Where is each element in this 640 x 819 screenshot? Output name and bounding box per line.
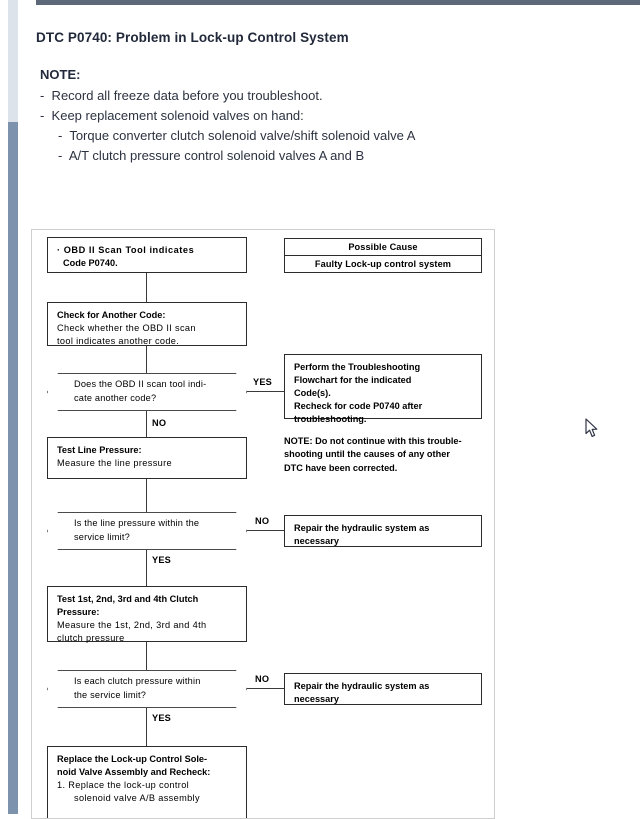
decision1-line-2: cate another code? (74, 393, 157, 403)
decision1-no-label: NO (152, 418, 167, 428)
side-note-line-1: NOTE: Do not continue with this trouble- (284, 436, 462, 446)
left-gutter (0, 0, 8, 814)
vertical-scrollbar[interactable] (8, 0, 18, 814)
tlp-line-1: Measure the line pressure (57, 458, 172, 469)
decision2-yes-label: YES (152, 555, 171, 565)
ts-line-4: Recheck for code P0740 after (294, 401, 423, 412)
replace-line-1: 1. Replace the lock-up control (57, 780, 190, 791)
note-label: NOTE: (40, 67, 81, 82)
note-subitem-2: - A/T clutch pressure control solenoid v… (58, 148, 365, 163)
decision-clutch-pressure: Is each clutch pressure within the servi… (47, 670, 247, 708)
flowchart-page: Possible Cause Faulty Lock-up control sy… (31, 229, 495, 819)
side-note-block: NOTE: Do not continue with this trouble-… (284, 435, 489, 475)
connector-decision2-no (247, 530, 284, 532)
window-top-bar (36, 0, 640, 5)
tlp-heading: Test Line Pressure: (57, 445, 142, 455)
replace-heading-2: noid Valve Assembly and Recheck: (57, 767, 211, 778)
note-item-1: - Record all freeze data before you trou… (40, 88, 323, 103)
connector-decision1-yes (247, 391, 284, 393)
replace-heading-1: Replace the Lock-up Control Sole- (57, 754, 208, 764)
possible-cause-header: Possible Cause (285, 239, 481, 256)
repair1-line-1: Repair the hydraulic system as (294, 523, 430, 533)
repair2-line-2: necessary (294, 694, 339, 705)
ts-line-2: Flowchart for the indicated (294, 375, 412, 386)
connector-decision2-yes (146, 550, 148, 586)
note-subitem-1: - Torque converter clutch solenoid valve… (58, 128, 416, 143)
test-line-pressure-box: Test Line Pressure: Measure the line pre… (47, 437, 247, 479)
check-code-line-2: tool indicates another code. (57, 336, 180, 347)
decision2-line-1: Is the line pressure within the (74, 518, 200, 529)
connector-tcp-to-decision3 (146, 642, 148, 670)
tcp-heading-1: Test 1st, 2nd, 3rd and 4th Clutch (57, 594, 199, 604)
connector-check-to-decision1 (146, 346, 148, 373)
tcp-line-2: clutch pressure (57, 633, 125, 644)
ts-line-5: troubleshooting. (294, 414, 367, 425)
decision3-line-1: Is each clutch pressure within (74, 676, 201, 687)
side-note-line-3: DTC have been corrected. (284, 462, 398, 473)
test-clutch-pressure-box: Test 1st, 2nd, 3rd and 4th Clutch Pressu… (47, 586, 247, 644)
tcp-line-1: Measure the 1st, 2nd, 3rd and 4th (57, 620, 207, 631)
check-code-heading: Check for Another Code: (57, 310, 166, 320)
start-box-line-2: Code P0740. (63, 258, 118, 269)
ts-line-1: Perform the Troubleshooting (294, 362, 421, 372)
page-title: DTC P0740: Problem in Lock-up Control Sy… (36, 30, 349, 45)
repair-box-1: Repair the hydraulic system as necessary (284, 515, 482, 547)
scrollbar-thumb[interactable] (8, 0, 18, 122)
decision2-no-label: NO (255, 516, 270, 526)
side-note-line-2: shooting until the causes of any other (284, 449, 450, 460)
ts-line-3: Code(s). (294, 388, 331, 399)
decision3-line-2: the service limit? (74, 690, 147, 700)
start-box-line-1: · OBD II Scan Tool indicates (57, 245, 195, 255)
replace-line-2: solenoid valve A/B assembly (74, 793, 200, 804)
repair1-line-2: necessary (294, 536, 339, 547)
decision-line-pressure: Is the line pressure within the service … (47, 512, 247, 550)
check-code-box: Check for Another Code: Check whether th… (47, 302, 247, 346)
repair2-line-1: Repair the hydraulic system as (294, 681, 430, 691)
tcp-heading-2: Pressure: (57, 607, 100, 618)
decision1-line-1: Does the OBD II scan tool indi- (74, 379, 207, 390)
connector-decision1-no (146, 411, 148, 437)
repair-box-2: Repair the hydraulic system as necessary (284, 673, 482, 705)
decision2-line-2: service limit? (74, 532, 130, 542)
check-code-line-1: Check whether the OBD II scan (57, 323, 196, 334)
possible-cause-row-1: Faulty Lock-up control system (314, 259, 452, 269)
connector-decision3-yes (146, 708, 148, 746)
connector-start-to-check (146, 273, 148, 302)
decision-another-code: Does the OBD II scan tool indi- cate ano… (47, 373, 247, 411)
decision1-yes-label: YES (253, 377, 272, 387)
document-header: DTC P0740: Problem in Lock-up Control Sy… (36, 30, 596, 168)
connector-tlp-to-decision2 (146, 479, 148, 512)
troubleshooting-box: Perform the Troubleshooting Flowchart fo… (284, 354, 482, 424)
connector-decision3-no (247, 688, 284, 690)
replace-solenoid-box: Replace the Lock-up Control Sole- noid V… (47, 746, 247, 818)
mouse-cursor (585, 418, 598, 437)
possible-cause-table: Possible Cause Faulty Lock-up control sy… (284, 238, 482, 273)
note-item-2: - Keep replacement solenoid valves on ha… (40, 108, 304, 123)
start-box: · OBD II Scan Tool indicates Code P0740. (47, 237, 247, 273)
decision3-no-label: NO (255, 674, 270, 684)
decision3-yes-label: YES (152, 713, 171, 723)
